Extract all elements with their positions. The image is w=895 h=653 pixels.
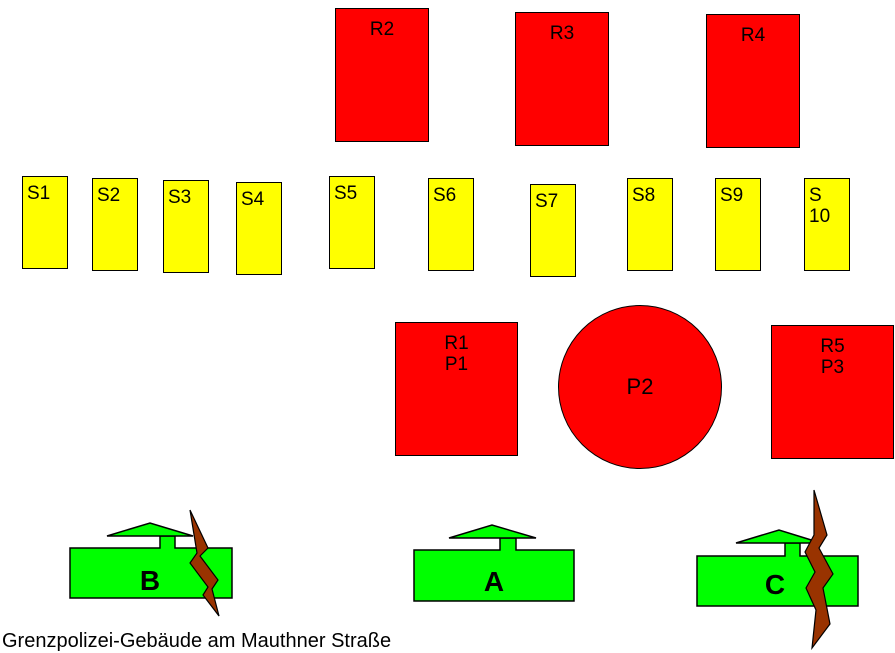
door-a-shape	[413, 537, 575, 602]
room-r1-label: R1	[444, 333, 469, 354]
seat-s10-label: S 10	[809, 185, 831, 227]
room-r2: R2	[335, 8, 429, 142]
seat-s4: S4	[236, 182, 282, 275]
seat-s3: S3	[163, 180, 209, 273]
room-r3: R3	[515, 12, 609, 146]
crack-b-icon	[189, 509, 220, 617]
seat-s7-label: S7	[535, 191, 559, 212]
room-r2-label: R2	[369, 19, 395, 40]
room-r5-p3: R5 P3	[771, 325, 894, 459]
round-table-p2: P2	[558, 305, 722, 469]
seat-s5: S5	[329, 176, 375, 269]
door-a-arrow	[448, 524, 537, 539]
seat-s2-label: S2	[97, 185, 121, 206]
seat-s8-label: S8	[632, 185, 656, 206]
caption: Grenzpolizei-Gebäude am Mauthner Straße	[2, 630, 392, 652]
room-r5-label: R5	[820, 336, 845, 357]
seat-s2: S2	[92, 178, 138, 271]
seat-s1: S1	[22, 176, 68, 269]
room-r3-label: R3	[549, 23, 575, 44]
seat-s6-label: S6	[433, 185, 457, 206]
seat-s1-label: S1	[27, 183, 51, 204]
seat-s10: S 10	[804, 178, 850, 271]
crack-c-icon	[804, 489, 834, 651]
seat-s9-label: S9	[720, 185, 744, 206]
door-c-arrow	[735, 529, 822, 544]
door-b-label: B	[139, 565, 161, 596]
seat-s4-label: S4	[241, 189, 265, 210]
door-c-label: C	[764, 569, 786, 600]
door-b-arrow	[106, 522, 194, 537]
seat-s3-label: S3	[168, 187, 192, 208]
seat-s9: S9	[715, 178, 761, 271]
room-p3-label: P3	[820, 357, 845, 378]
seat-s8: S8	[627, 178, 673, 271]
room-p1-label: P1	[444, 354, 469, 375]
seat-s7: S7	[530, 184, 576, 277]
table-p2-label: P2	[626, 374, 654, 399]
seat-s6: S6	[428, 178, 474, 271]
door-a-label: A	[483, 566, 505, 597]
seat-s5-label: S5	[334, 183, 358, 204]
room-r1-p1: R1 P1	[395, 322, 518, 456]
room-r4: R4	[706, 14, 800, 148]
room-r4-label: R4	[740, 25, 766, 46]
door-b-shape	[69, 535, 233, 599]
